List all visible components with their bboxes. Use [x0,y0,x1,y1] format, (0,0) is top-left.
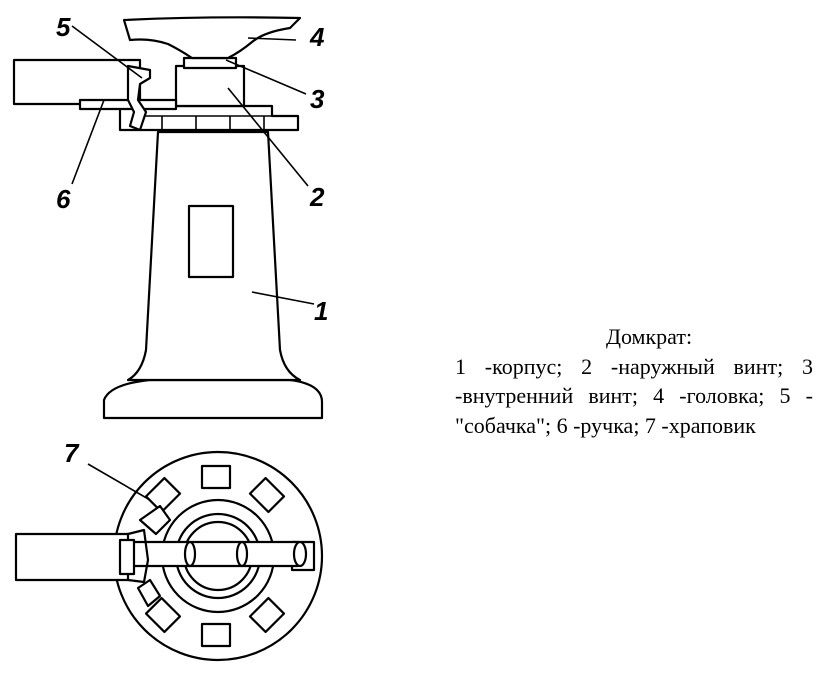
body-window [187,204,235,279]
ratchet-plate-side [118,104,300,132]
jack-base [102,378,324,420]
pawl-side [126,64,152,132]
pawl-top [138,504,172,536]
leader-lines-side [71,25,315,305]
handle-housing-top [14,532,130,582]
jack-top-view [14,450,324,662]
handle-housing-side [12,58,142,106]
label-5: 5 [56,12,71,42]
label-6: 6 [56,184,71,214]
handle-tube-top [128,540,304,568]
label-4: 4 [309,22,325,52]
label-2: 2 [309,182,325,212]
diagram-caption: Домкрат: 1 -корпус; 2 -наружный винт; 3 … [455,322,813,440]
inner-screw-side [182,56,238,70]
caption-text: 1 -корпус; 2 -наружный винт; 3 -внутренн… [455,353,813,438]
jack-head [122,16,302,60]
label-3: 3 [310,84,325,114]
label-7: 7 [64,438,80,468]
label-1: 1 [314,296,328,326]
jack-side-view [12,16,324,420]
outer-screw-side [174,64,246,108]
caption-title: Домкрат: [605,324,693,349]
